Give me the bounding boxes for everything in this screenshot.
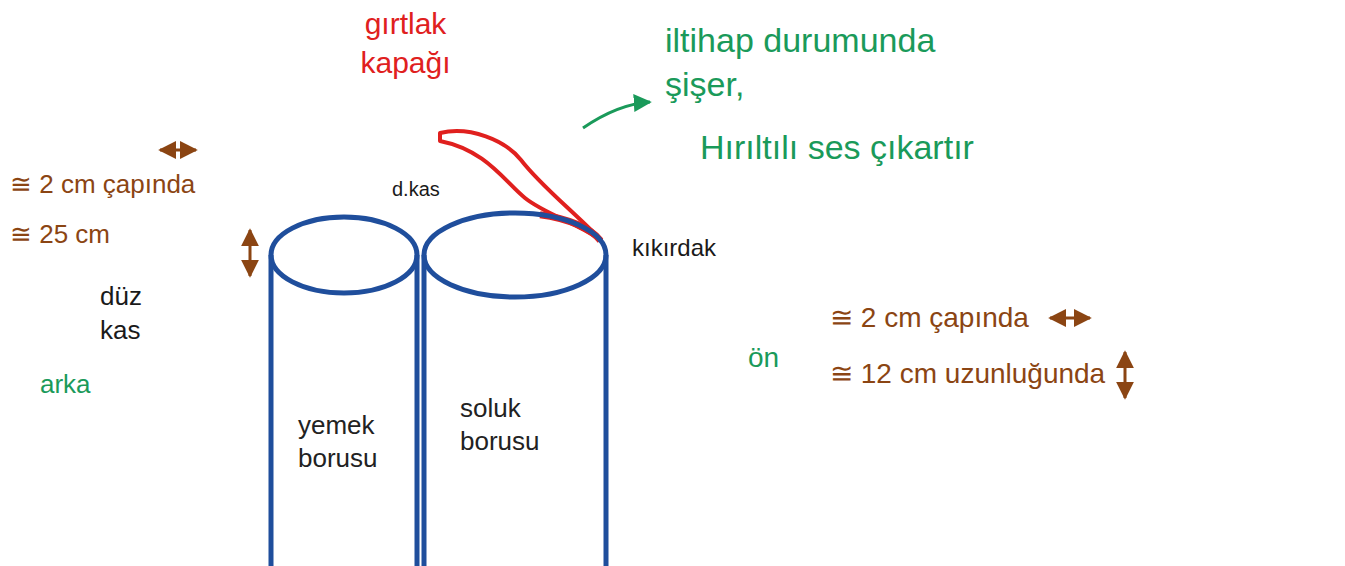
note: iltihap durumunda şişer,	[665, 18, 1010, 106]
callout-arrow	[583, 102, 650, 128]
tube-label: soluk borusu	[460, 392, 572, 457]
direction-label: ön	[748, 340, 779, 376]
part-name: gırtlak kapağı	[318, 4, 493, 82]
dimension: ≅ 25 cm	[10, 218, 110, 252]
tube-wall	[269, 255, 274, 566]
tube-label: yemek borusu	[298, 409, 398, 474]
tube-outline	[420, 210, 610, 566]
tube: yemek borusu	[268, 214, 420, 566]
dimension: ≅ 2 cm çapında	[10, 168, 195, 202]
tube-wall	[422, 255, 427, 566]
tube-opening	[424, 213, 606, 297]
tube-wall	[604, 255, 609, 566]
tube-opening	[271, 217, 417, 293]
epiglottis-rim	[540, 215, 601, 241]
tube-wall	[415, 255, 420, 566]
length-arrow	[249, 230, 252, 276]
length-arrow	[1124, 352, 1127, 398]
tube: soluk borusu	[420, 210, 610, 566]
note: Hırıltılı ses çıkartır	[700, 125, 974, 169]
tissue-name: düz kas	[100, 280, 162, 348]
tube-outline	[268, 214, 420, 566]
width-arrow	[160, 149, 196, 152]
tissue-name: d.kas	[392, 176, 440, 202]
dimension: ≅ 2 cm çapında	[830, 300, 1029, 336]
tissue-name: kıkırdak	[632, 232, 716, 263]
width-arrow	[1050, 317, 1090, 320]
dimension: ≅ 12 cm uzunluğunda	[830, 356, 1105, 392]
direction-label: arka	[40, 368, 91, 402]
